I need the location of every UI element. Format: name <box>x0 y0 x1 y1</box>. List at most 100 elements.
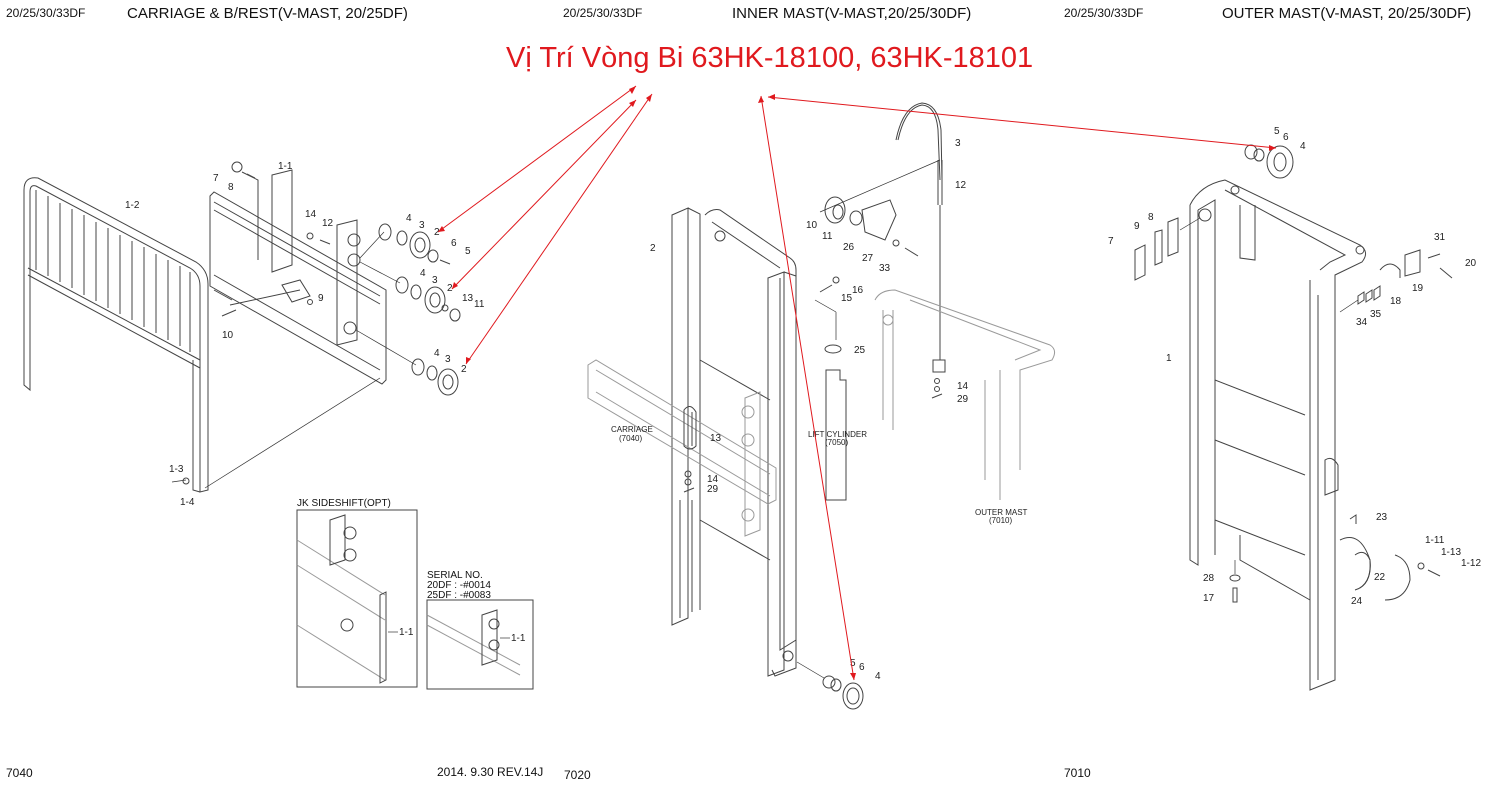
callout-center-6: 6 <box>859 662 865 673</box>
callout-right-1-11: 1-11 <box>1425 535 1445 546</box>
footer-right-page: 7010 <box>1064 766 1091 780</box>
annotation-arrows <box>437 85 1277 681</box>
callout-right-22: 22 <box>1374 572 1386 583</box>
callout-right-34: 34 <box>1356 317 1368 328</box>
lift-cylinder-name: LIFT CYLINDER <box>808 430 867 439</box>
inset-sideshift-title: JK SIDESHIFT(OPT) <box>297 498 391 509</box>
outer-mast-name: OUTER MAST <box>975 508 1028 517</box>
arrowhead-icon <box>438 226 445 232</box>
center-carriage-drawing <box>587 359 777 537</box>
right-page-title: OUTER MAST(V-MAST, 20/25/30DF) <box>1222 5 1472 22</box>
sideshift-inset: JK SIDESHIFT(OPT) 1-1 <box>296 498 418 688</box>
arrowhead-icon <box>629 86 636 94</box>
chain-and-sheave-drawing <box>814 102 943 501</box>
center-bottom-bearing-drawing <box>796 661 864 710</box>
left-model-label: 20/25/30/33DF <box>6 6 86 20</box>
inner-mast-drawing <box>671 207 797 677</box>
callout-center-25: 25 <box>854 345 866 356</box>
callout-2a: 2 <box>434 227 440 238</box>
callout-3c: 3 <box>445 354 451 365</box>
callout-right-20: 20 <box>1465 258 1477 269</box>
callout-13: 13 <box>462 293 474 304</box>
left-bearing-stack-drawing <box>171 223 461 485</box>
arrowhead-icon <box>768 94 775 100</box>
callout-3b: 3 <box>432 275 438 286</box>
load-backrest-drawing <box>23 177 209 493</box>
serial-no-title: SERIAL NO. <box>427 570 483 581</box>
callout-1-1: 1-1 <box>278 161 293 172</box>
footer-center-page: 7020 <box>564 768 591 782</box>
callout-center-26: 26 <box>843 242 855 253</box>
callout-4b: 4 <box>420 268 426 279</box>
serial-inset: SERIAL NO. 20DF : -#0014 25DF : -#0083 1… <box>426 570 534 690</box>
callout-1-2: 1-2 <box>125 200 140 211</box>
arrowhead-icon <box>629 100 636 107</box>
callout-2c: 2 <box>461 364 467 375</box>
callout-center-14a: 14 <box>957 381 969 392</box>
callout-14: 14 <box>305 209 317 220</box>
callout-9: 9 <box>318 293 324 304</box>
arrowhead-icon <box>452 282 458 289</box>
bearing-location-annotation: Vị Trí Vòng Bi 63HK-18100, 63HK-18101 <box>506 42 1034 74</box>
callout-2b: 2 <box>447 283 453 294</box>
arrow-to-right-bearing <box>767 96 1277 149</box>
carriage-code: (7040) <box>619 434 642 443</box>
callout-center-33: 33 <box>879 263 891 274</box>
callout-right-7: 7 <box>1108 236 1114 247</box>
serial-20df: 20DF : -#0014 <box>427 580 491 591</box>
lift-cylinder-code: (7050) <box>825 438 848 447</box>
callout-right-23: 23 <box>1376 512 1388 523</box>
callout-right-18: 18 <box>1390 296 1402 307</box>
center-outer-mast-ghost <box>874 289 1056 500</box>
carriage-plate-drawing <box>204 161 387 489</box>
callout-1-3: 1-3 <box>169 464 184 475</box>
callout-11: 11 <box>474 299 485 310</box>
callout-center-29a: 29 <box>957 394 969 405</box>
callout-center-11: 11 <box>822 231 833 242</box>
outer-mast-drawing <box>1189 179 1371 691</box>
inset-sideshift-callout: 1-1 <box>399 627 414 638</box>
center-callouts: 3 12 10 11 26 27 33 2 16 15 25 14 29 13 … <box>611 138 1028 682</box>
left-callouts: 1-2 1-1 7 8 14 12 4 3 2 6 5 4 3 2 13 11 … <box>125 161 485 508</box>
callout-7: 7 <box>213 173 219 184</box>
callout-center-5: 5 <box>850 658 856 669</box>
center-model-label: 20/25/30/33DF <box>563 6 643 20</box>
arrow-to-left-bearing-2 <box>451 99 637 290</box>
carriage-name: CARRIAGE <box>611 425 653 434</box>
footer-revision: 2014. 9.30 REV.14J <box>437 765 544 779</box>
callout-right-1-12: 1-12 <box>1461 558 1481 569</box>
callout-5: 5 <box>465 246 471 257</box>
callout-8: 8 <box>228 182 234 193</box>
arrow-to-left-bearing-1 <box>437 85 637 233</box>
callout-center-16: 16 <box>852 285 864 296</box>
serial-inset-callout: 1-1 <box>511 633 526 644</box>
callout-right-1: 1 <box>1166 353 1172 364</box>
callout-center-10: 10 <box>806 220 818 231</box>
left-page-title: CARRIAGE & B/REST(V-MAST, 20/25DF) <box>127 5 408 22</box>
arrowhead-icon <box>758 96 764 103</box>
callout-right-6: 6 <box>1283 132 1289 143</box>
callout-right-1-13: 1-13 <box>1441 547 1461 558</box>
callout-4c: 4 <box>434 348 440 359</box>
callout-center-4: 4 <box>875 671 881 682</box>
right-model-label: 20/25/30/33DF <box>1064 6 1144 20</box>
callout-right-5: 5 <box>1274 126 1280 137</box>
callout-1-4: 1-4 <box>180 497 195 508</box>
callout-center-14b: 14 <box>707 474 719 485</box>
arrowhead-icon <box>850 673 856 680</box>
footer-left-page: 7040 <box>6 766 33 780</box>
callout-right-19: 19 <box>1412 283 1424 294</box>
callout-center-12: 12 <box>955 180 967 191</box>
callout-right-24: 24 <box>1351 596 1363 607</box>
arrow-to-left-bearing-3 <box>465 93 653 365</box>
arrowhead-icon <box>466 357 471 364</box>
outer-mast-code: (7010) <box>989 516 1012 525</box>
callout-right-28: 28 <box>1203 573 1215 584</box>
callout-right-8: 8 <box>1148 212 1154 223</box>
right-callouts: 5 6 4 8 9 7 31 20 19 18 34 35 1 23 1-11 … <box>1108 126 1481 607</box>
callout-center-3: 3 <box>955 138 961 149</box>
center-page-title: INNER MAST(V-MAST,20/25/30DF) <box>732 5 972 22</box>
callout-right-17: 17 <box>1203 593 1215 604</box>
callout-center-2: 2 <box>650 243 656 254</box>
